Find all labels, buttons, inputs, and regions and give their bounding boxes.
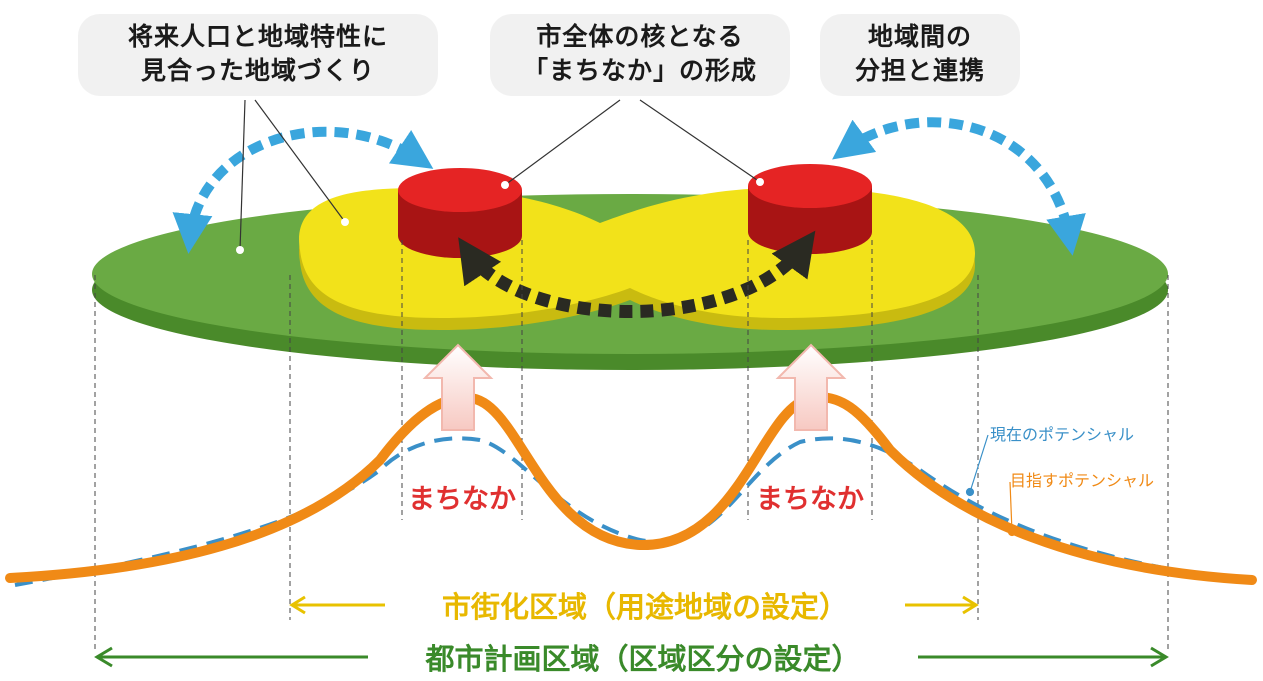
legend-leaders: [965, 434, 989, 497]
left-up-arrow: [422, 343, 494, 431]
callout-leader-lines: [239, 99, 761, 251]
callout-local-community-building: 将来人口と地域特性に 見合った地域づくり: [78, 14, 438, 96]
left-blue-double-arrow: [172, 126, 434, 254]
callout-right-line1: 地域間の: [867, 22, 972, 51]
target-potential-curve: [5, 392, 1257, 585]
legend-target-potential: 目指すポテンシャル: [1010, 471, 1154, 490]
callout-center-line1: 市全体の核となる: [536, 22, 744, 51]
boundary-guides: [94, 240, 1169, 650]
city-planning-span-arrows: [94, 646, 1169, 668]
callout-left-line2: 見合った地域づくり: [140, 56, 375, 85]
current-potential-curve: [14, 436, 1251, 587]
leader-dots: [236, 178, 764, 254]
legend-current-potential: 現在のポテンシャル: [990, 425, 1134, 444]
callout-left-line1: 将来人口と地域特性に: [127, 22, 388, 51]
core-link-arrow: [458, 230, 816, 318]
right-blue-double-arrow: [832, 117, 1086, 256]
callout-machinaka-formation: 市全体の核となる 「まちなか」の形成: [490, 14, 790, 96]
machinaka-label-right: まちなか: [756, 484, 864, 515]
callout-regional-cooperation: 地域間の 分担と連携: [820, 14, 1020, 96]
legend-leaders-target: [1007, 481, 1017, 537]
urbanization-area-label: 市街化区域（用途地域の設定）: [442, 590, 848, 624]
city-planning-area-label: 都市計画区域（区域区分の設定）: [424, 642, 860, 676]
right-up-arrow: [775, 343, 847, 431]
urbanization-span-arrows: [289, 595, 979, 615]
machinaka-core-right: [748, 164, 872, 254]
callout-right-line2: 分担と連携: [854, 56, 985, 85]
machinaka-label-left: まちなか: [408, 484, 516, 515]
callout-center-line2: 「まちなか」の形成: [522, 56, 757, 85]
